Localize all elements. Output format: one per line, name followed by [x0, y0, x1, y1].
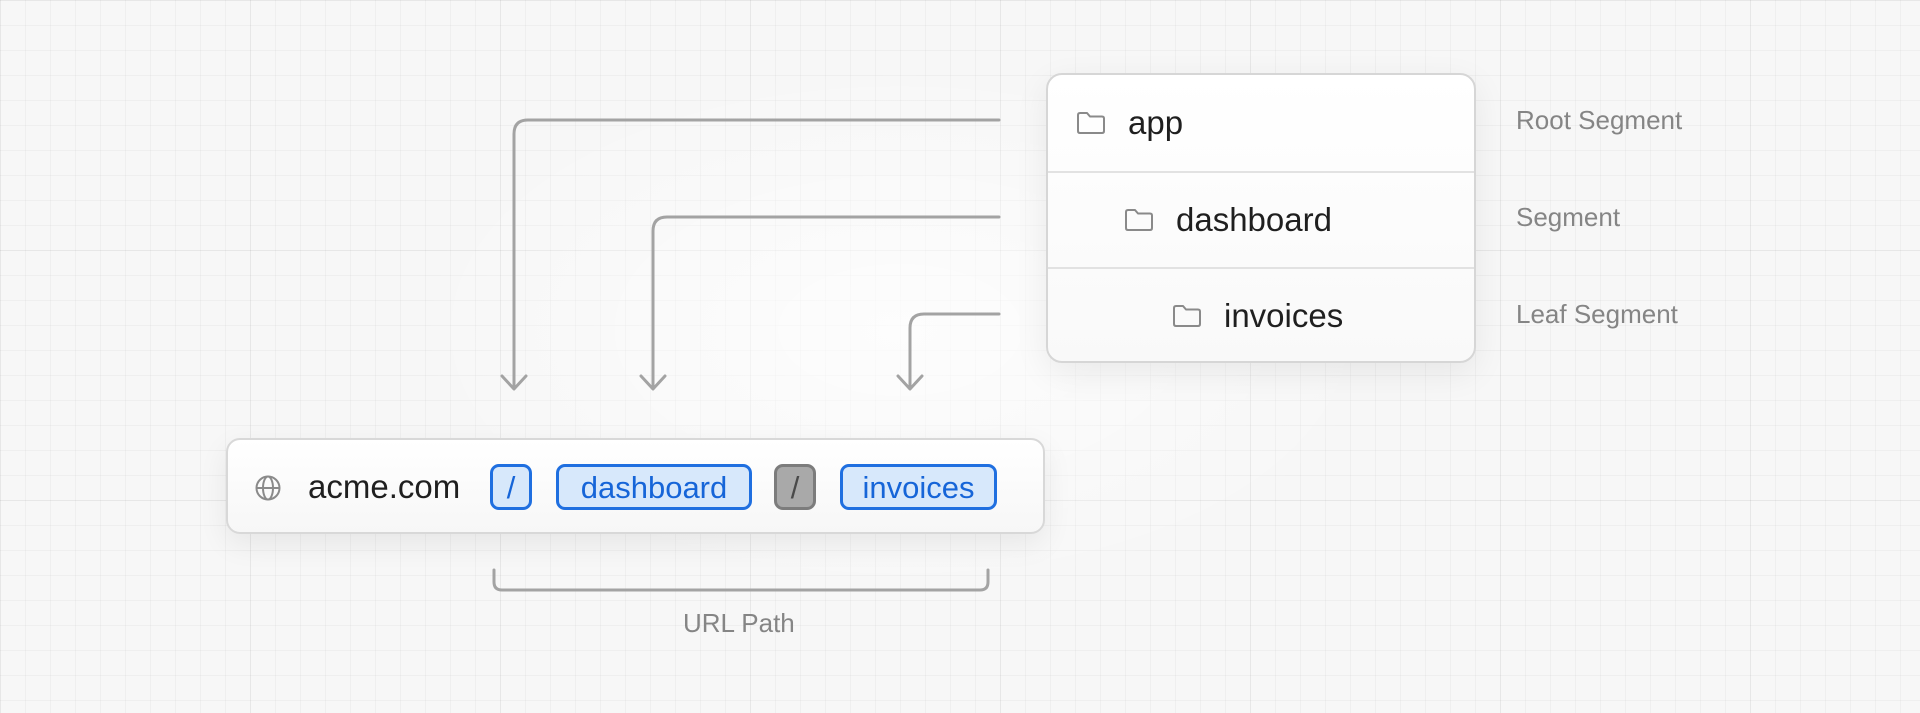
arrowhead-leaf-segment: [896, 374, 924, 391]
segment-label: Segment: [1516, 202, 1621, 232]
folder-tree: app dashboard invoices: [1046, 73, 1476, 363]
arrowhead-segment: [639, 374, 667, 391]
url-segment-dashboard: dashboard: [556, 464, 752, 510]
connector-root-segment: [512, 118, 1001, 390]
folder-icon: [1125, 209, 1153, 231]
url-separator-root: /: [490, 464, 532, 510]
tree-item-label: app: [1128, 104, 1184, 141]
globe-icon: [255, 475, 281, 501]
leaf-segment-label: Leaf Segment: [1516, 299, 1678, 329]
folder-icon: [1173, 305, 1201, 327]
root-segment-label: Root Segment: [1516, 105, 1683, 135]
tree-item-invoices[interactable]: invoices: [1048, 267, 1474, 361]
tree-item-label: dashboard: [1176, 201, 1332, 238]
tree-item-app[interactable]: app: [1048, 75, 1474, 171]
arrowhead-root-segment: [500, 374, 528, 391]
url-segment-invoices: invoices: [840, 464, 997, 510]
connector-segment: [651, 215, 1001, 390]
tree-item-label: invoices: [1224, 297, 1344, 334]
folder-icon: [1077, 112, 1105, 134]
connector-leaf-segment: [908, 312, 1001, 390]
tree-item-dashboard[interactable]: dashboard: [1048, 171, 1474, 267]
url-path-bracket: [492, 568, 990, 592]
url-path-label: URL Path: [683, 608, 795, 638]
url-separator: /: [774, 464, 816, 510]
url-bar[interactable]: acme.com / dashboard / invoices: [226, 438, 1045, 534]
url-domain: acme.com: [308, 468, 461, 505]
